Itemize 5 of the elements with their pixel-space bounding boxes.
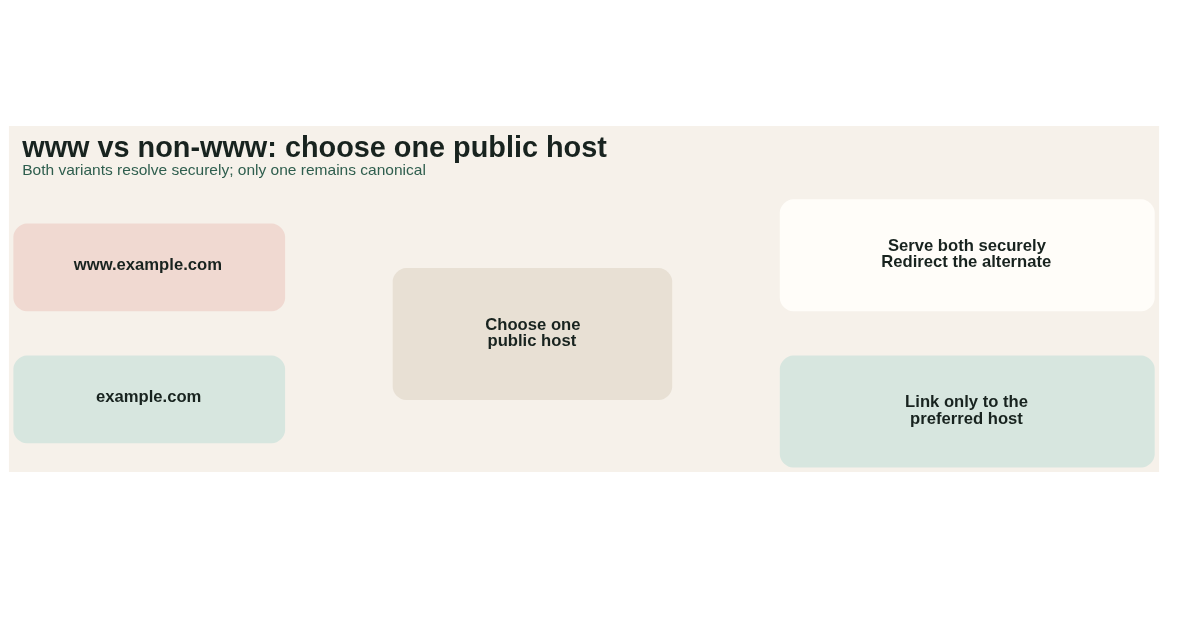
diagram-title: www vs non-www: choose one public host xyxy=(22,130,607,163)
node-box: Link only to the preferred host xyxy=(779,355,1155,468)
caption: Both variants resolve securely; only one remains canonical xyxy=(22,161,426,179)
node-box: example.com xyxy=(13,355,286,444)
node-box: www.example.com xyxy=(13,223,286,312)
